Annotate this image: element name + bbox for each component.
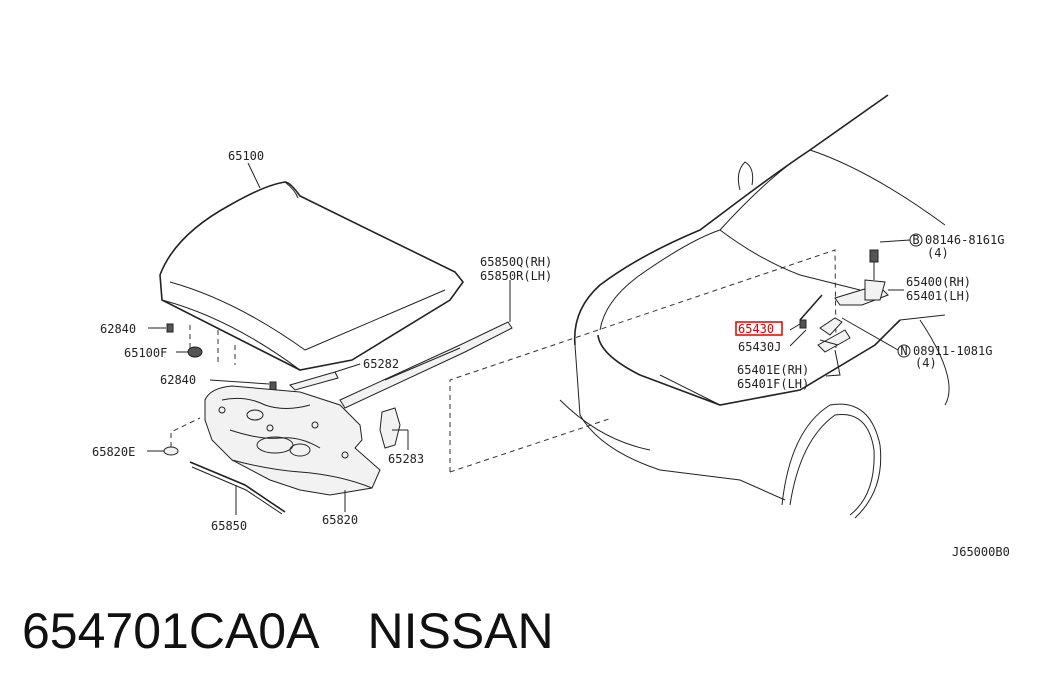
hood-panel	[159, 181, 465, 371]
reference-box	[449, 249, 837, 473]
label-65820e: 65820E	[92, 445, 135, 459]
callout-n: N	[897, 344, 911, 358]
clip-62840-upper	[148, 323, 174, 333]
label-65850q: 65850Q(RH)	[480, 255, 552, 269]
label-65820: 65820	[322, 513, 358, 527]
label-65401e: 65401E(RH)	[737, 363, 809, 377]
label-62840-upper: 62840	[100, 322, 136, 336]
label-65282: 65282	[363, 357, 399, 371]
label-65850r: 65850R(LH)	[480, 269, 552, 283]
callout-b: B	[909, 233, 923, 247]
diagram-reference-code: J65000B0	[952, 545, 1010, 559]
hood-stay	[789, 294, 823, 347]
leader-65401e	[825, 349, 841, 377]
leader-08911	[841, 317, 899, 351]
callout-b-text: B	[912, 233, 919, 247]
part-caption: 654701CA0A NISSAN	[22, 596, 1022, 666]
hood-hinge	[817, 249, 889, 353]
label-65100: 65100	[228, 149, 264, 163]
label-65100f: 65100F	[124, 346, 167, 360]
label-62840-lower: 62840	[160, 373, 196, 387]
callout-n-text: N	[900, 344, 907, 358]
hood-seal-strip	[289, 280, 513, 409]
grommet-65100f	[176, 346, 203, 358]
highlighted-part-box[interactable]	[735, 321, 783, 336]
label-65850: 65850	[211, 519, 247, 533]
parts-diagram: B N 65100 62840 65100F 62840 65820E 6585…	[92, 94, 1010, 559]
label-65283: 65283	[388, 452, 424, 466]
hood-seal	[189, 461, 286, 515]
label-08911: 08911-1081G	[913, 344, 992, 358]
label-65400: 65400(RH)	[906, 275, 971, 289]
label-65401f: 65401F(LH)	[737, 377, 809, 391]
label-08146-qty: (4)	[927, 246, 949, 260]
label-65430[interactable]: 65430	[738, 322, 774, 336]
brand-name: NISSAN	[367, 603, 554, 659]
label-65430j: 65430J	[738, 340, 781, 354]
grommet-65820e	[147, 417, 201, 456]
hood-bracket-65283	[379, 407, 409, 450]
leader-65100	[247, 162, 261, 189]
leader-08146	[879, 239, 911, 243]
part-number: 654701CA0A	[22, 603, 320, 659]
label-65401: 65401(LH)	[906, 289, 971, 303]
vehicle-body	[559, 94, 950, 519]
hood-insulator	[204, 385, 381, 496]
label-08146: 08146-8161G	[925, 233, 1004, 247]
label-08911-qty: (4)	[915, 356, 937, 370]
